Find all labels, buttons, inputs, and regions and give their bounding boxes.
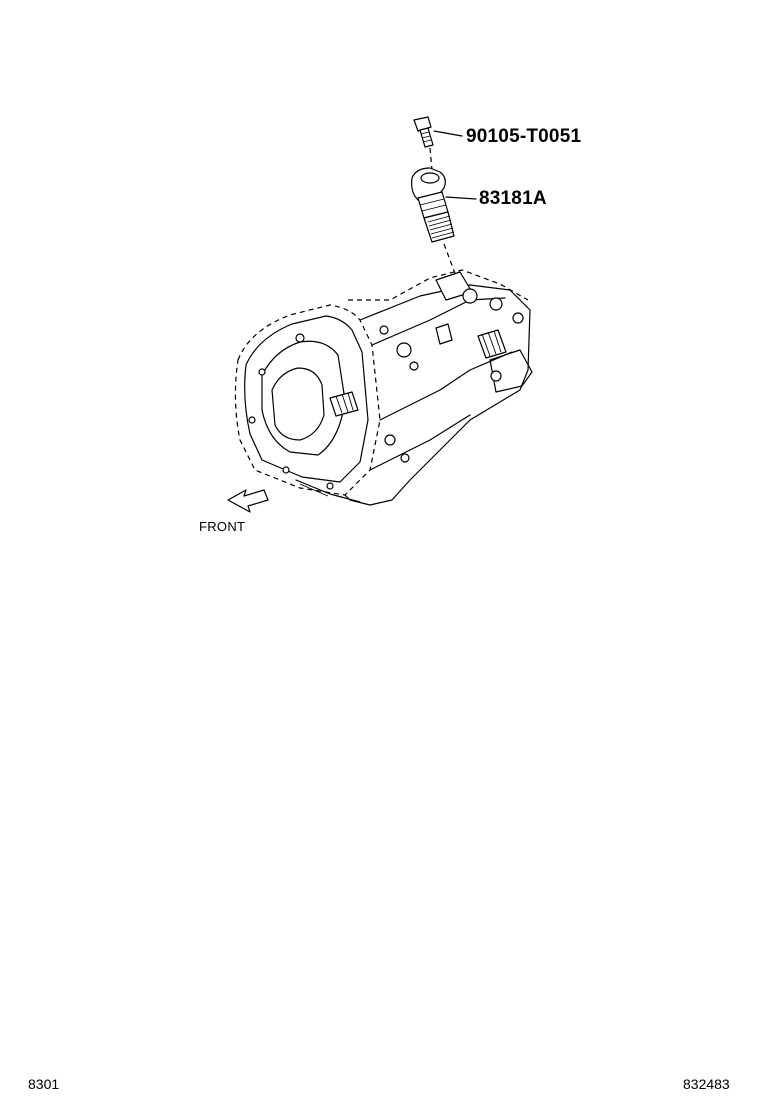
- bolt-part-number-label: 90105-T0051: [466, 126, 582, 147]
- bolt-install-line: [429, 147, 433, 171]
- bolt-leader-line: [433, 130, 463, 137]
- speed-sensor-part: [411, 167, 455, 243]
- illustration-id: 832483: [683, 1076, 730, 1092]
- bolt-part: [413, 116, 434, 148]
- front-arrow-icon: [227, 489, 269, 513]
- section-code: 8301: [28, 1076, 60, 1092]
- front-label: FRONT: [199, 519, 246, 534]
- sensor-leader-line: [445, 196, 477, 200]
- sensor-part-number-label: 83181A: [479, 188, 547, 209]
- transmission-assembly: [234, 269, 533, 506]
